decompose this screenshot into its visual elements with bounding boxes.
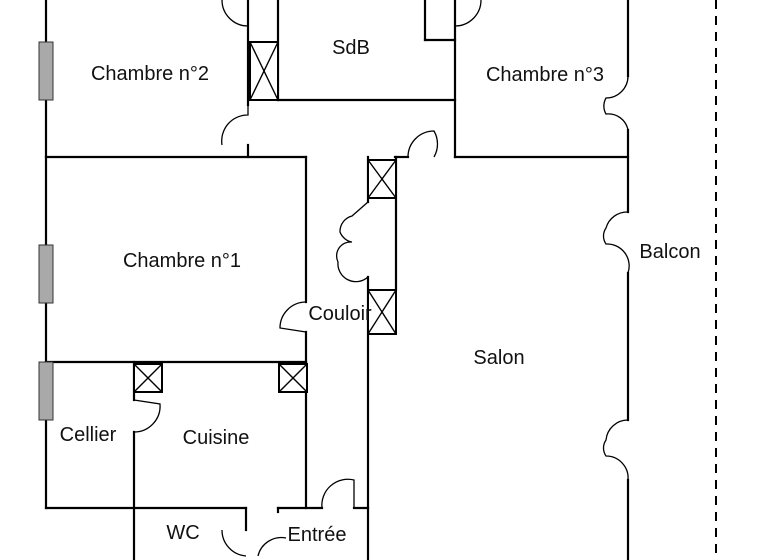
room-label-chambre-1: Chambre n°1 [123,250,241,272]
room-label-chambre-2: Chambre n°2 [91,63,209,85]
room-label-couloir: Couloir [308,303,372,325]
windows [38,41,54,421]
window [38,244,54,304]
walls [44,0,717,560]
door [321,478,355,509]
room-label-wc: WC [166,522,199,544]
door [407,130,439,158]
ventilation-duct [133,363,163,393]
window [38,361,54,421]
door [602,211,630,274]
doors [133,0,630,557]
door [133,399,161,433]
door [257,536,287,557]
ventilation-duct [249,41,279,101]
room-label-cellier: Cellier [60,424,117,446]
room-label-balcon: Balcon [639,241,700,263]
door [221,105,249,146]
door [603,75,629,131]
door [221,529,247,557]
door [279,301,307,333]
room-label-salon: Salon [473,347,524,369]
door [602,419,629,481]
room-label-sdb: SdB [332,37,370,59]
room-label-chambre-3: Chambre n°3 [486,64,604,86]
door [221,0,249,27]
ventilation-duct [367,159,397,199]
ventilation-duct [367,289,397,335]
room-label-entree: Entrée [288,524,347,546]
ventilation-duct [278,363,308,393]
room-label-cuisine: Cuisine [183,427,250,449]
door [454,0,482,27]
window [38,41,54,101]
door [335,201,369,283]
